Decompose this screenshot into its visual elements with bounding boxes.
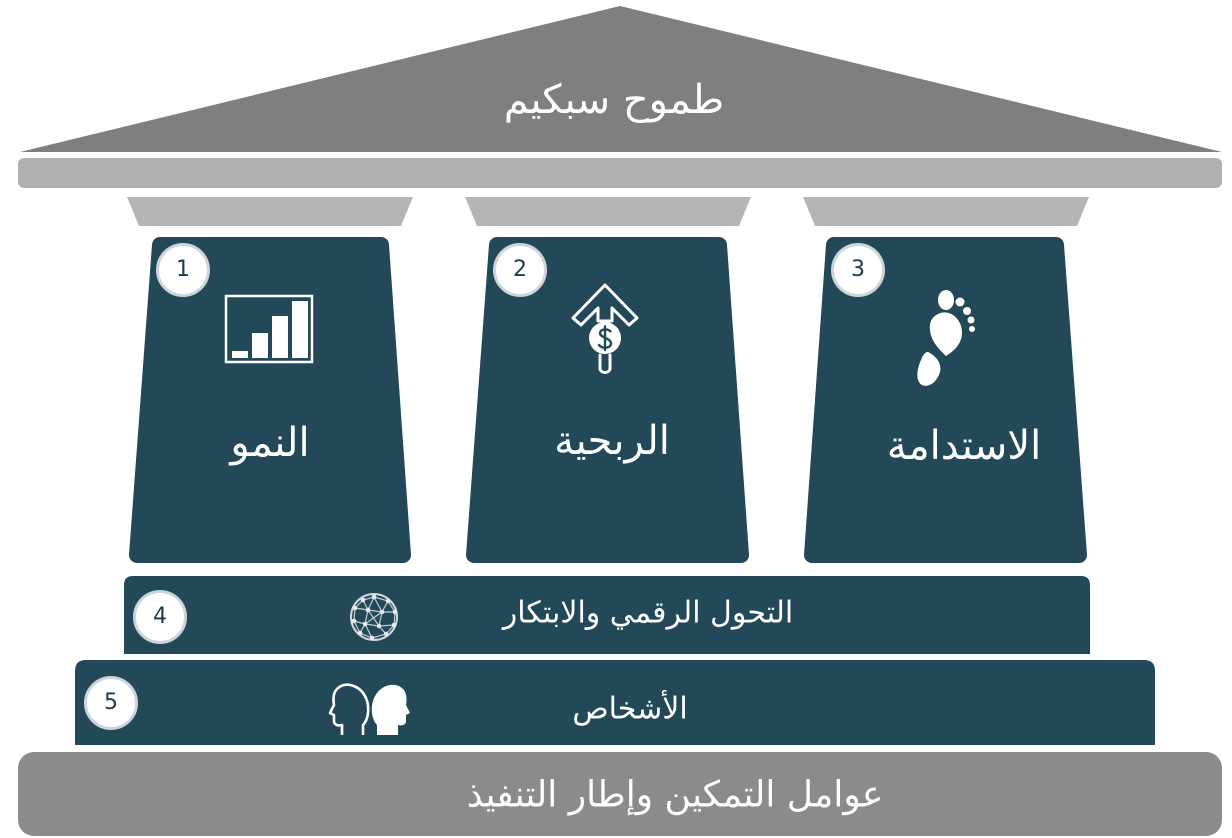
pillar-1-label: النمو — [230, 420, 310, 466]
pillar-3-label: الاستدامة — [886, 423, 1042, 469]
head-profile-right — [371, 684, 410, 735]
band-5-label: الأشخاص — [572, 691, 688, 727]
chart-bar — [232, 351, 248, 358]
toe — [967, 316, 975, 324]
chart-bar — [272, 316, 288, 358]
roof-beam — [18, 158, 1222, 188]
pillar-2-capital — [465, 197, 751, 226]
pillar-1-capital — [127, 197, 413, 226]
chart-bar — [292, 301, 308, 358]
bar-chart-icon — [224, 294, 314, 364]
band-5-number-badge: 5 — [84, 676, 138, 730]
toe — [955, 297, 965, 307]
big-toe — [938, 290, 954, 310]
dollar-arrow-up-icon — [571, 283, 639, 374]
pillar-3-capital — [803, 197, 1089, 226]
pillar-2-label: الربحية — [554, 418, 670, 464]
roof — [20, 6, 1222, 152]
toe — [963, 307, 971, 315]
network-nodes — [351, 594, 398, 641]
chart-bar — [252, 333, 268, 358]
chart-frame — [224, 294, 314, 364]
arrow-head — [571, 283, 639, 327]
people-band — [75, 660, 1155, 745]
globe-outline — [350, 593, 398, 641]
roof-title: طموح سبكيم — [503, 77, 725, 123]
arrow-stem — [598, 353, 612, 374]
band-4-label: التحول الرقمي والابتكار — [502, 595, 794, 631]
network-globe-icon — [350, 593, 398, 641]
pillar-1-number-badge: 1 — [156, 243, 210, 297]
band-4-number-badge: 4 — [133, 590, 187, 644]
pillar-3-number-badge: 3 — [831, 243, 885, 297]
two-heads-icon — [328, 683, 410, 735]
pillar-1-column — [129, 237, 411, 563]
dollar-sign — [597, 325, 613, 352]
pillar-2-number-badge: 2 — [493, 243, 547, 297]
footprint-icon — [917, 290, 975, 386]
pillar-2-column — [466, 237, 749, 563]
base-platform — [18, 752, 1222, 836]
base-label: عوامل التمكين وإطار التنفيذ — [466, 774, 884, 816]
head-profile-left — [328, 683, 370, 735]
toe — [969, 326, 975, 332]
foot-heel — [917, 352, 941, 386]
foot-sole — [929, 312, 963, 356]
pillar-3-column — [804, 237, 1087, 563]
